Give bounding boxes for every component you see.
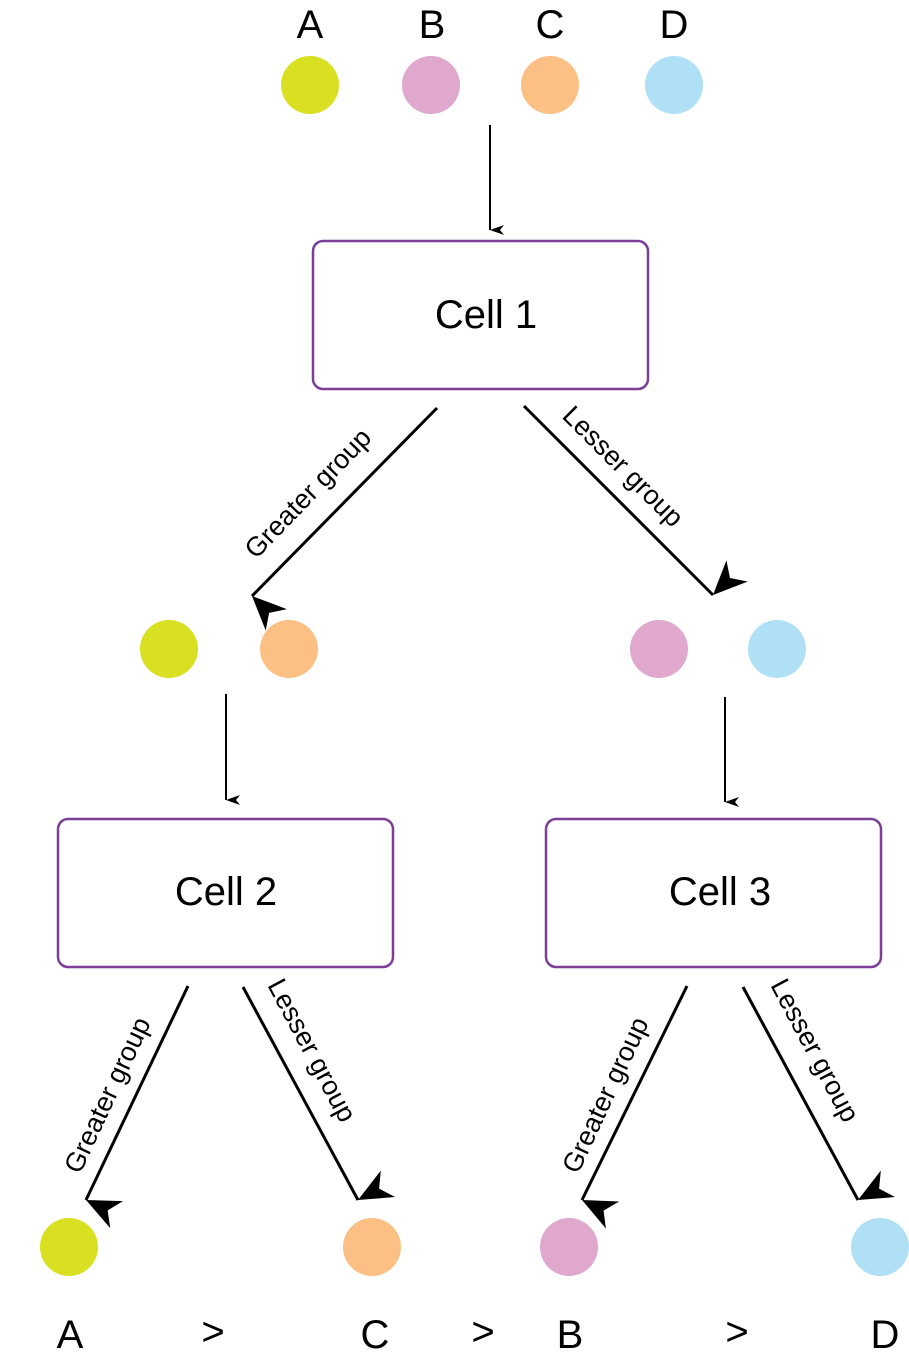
item-label-a: A [297,3,324,47]
final-circle-c [343,1218,401,1276]
mid-circle-a [140,620,198,678]
final-circle-b [540,1218,598,1276]
item-circle-c [521,56,579,114]
cell1-greater-label: Greater group [239,422,377,564]
item-circle-b [402,56,460,114]
comparator-3: > [725,1310,748,1354]
comparator-2: > [471,1310,494,1354]
final-circle-a [40,1218,98,1276]
item-circle-d [645,56,703,114]
comparator-1: > [201,1310,224,1354]
final-label-a: A [57,1313,84,1357]
final-label-d: D [871,1313,900,1357]
item-label-b: B [419,3,446,47]
cell3-lesser-label: Lesser group [765,974,865,1127]
cell1-box [311,239,650,391]
final-label-b: B [557,1313,584,1357]
cell1-greater-arrow [250,406,439,631]
cell2-greater-arrow [84,985,190,1229]
final-circle-d [851,1218,909,1276]
cell2-label: Cell 2 [175,870,277,914]
cell1-label: Cell 1 [435,293,537,337]
cell1-lesser-arrow [522,404,748,597]
final-label-c: C [361,1313,390,1357]
mid-circle-d [748,620,806,678]
cell3-box [544,817,883,969]
cell2-lesser-arrow [241,986,396,1201]
item-circle-a [281,56,339,114]
mid-circle-b [630,620,688,678]
cell2-box [56,817,395,969]
cell3-greater-arrow [580,985,689,1229]
cell3-lesser-arrow [741,986,896,1201]
item-label-c: C [536,3,565,47]
item-label-d: D [660,3,689,47]
cell3-label: Cell 3 [669,870,771,914]
cell1-lesser-label: Lesser group [557,400,690,533]
mid-circle-c [260,620,318,678]
